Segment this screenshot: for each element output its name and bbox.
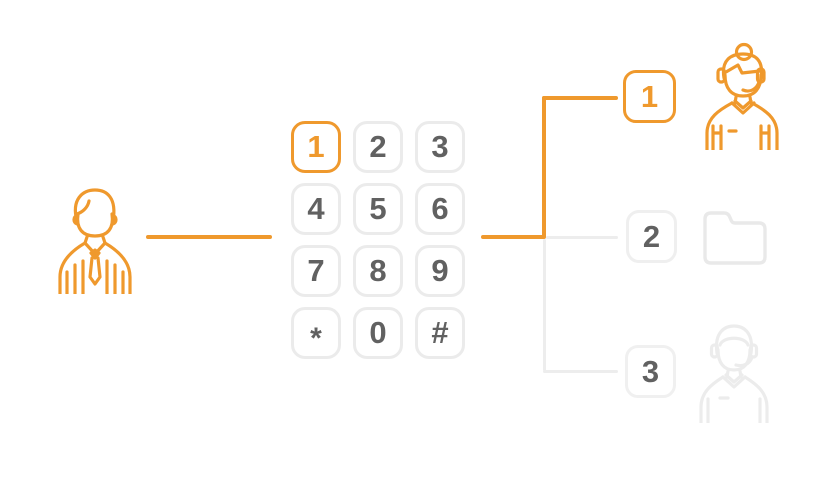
branch-option-1-box: 1 [623, 70, 676, 123]
branch-line-inactive-vertical [543, 239, 546, 371]
female-agent-headset-icon [705, 42, 779, 150]
branch-line-to-option-3 [543, 370, 618, 373]
male-agent-headset-icon [699, 324, 769, 423]
keypad-key-3: 3 [415, 121, 465, 173]
keypad-key-8: 8 [353, 245, 403, 297]
caller-man-icon [58, 188, 132, 294]
keypad-key-star: * [291, 307, 341, 359]
keypad-key-2: 2 [353, 121, 403, 173]
keypad-key-hash: # [415, 307, 465, 359]
keypad-key-7: 7 [291, 245, 341, 297]
branch-line-to-option-2 [546, 236, 618, 239]
connector-keypad-to-branch [481, 235, 545, 239]
keypad-key-5: 5 [353, 183, 403, 235]
keypad-key-1: 1 [291, 121, 341, 173]
keypad-key-star-label: * [310, 322, 322, 355]
keypad-key-6: 6 [415, 183, 465, 235]
keypad-key-0: 0 [353, 307, 403, 359]
connector-caller-to-keypad [146, 235, 272, 239]
branch-option-3-box: 3 [625, 345, 676, 398]
branch-line-active-to-option-1 [542, 96, 618, 100]
dial-pad: 1 2 3 4 5 6 7 8 9 * 0 # [291, 121, 465, 359]
branch-option-2-box: 2 [626, 210, 677, 263]
keypad-key-9: 9 [415, 245, 465, 297]
folder-icon [703, 211, 767, 265]
keypad-key-4: 4 [291, 183, 341, 235]
branch-line-active-vertical [542, 96, 546, 239]
